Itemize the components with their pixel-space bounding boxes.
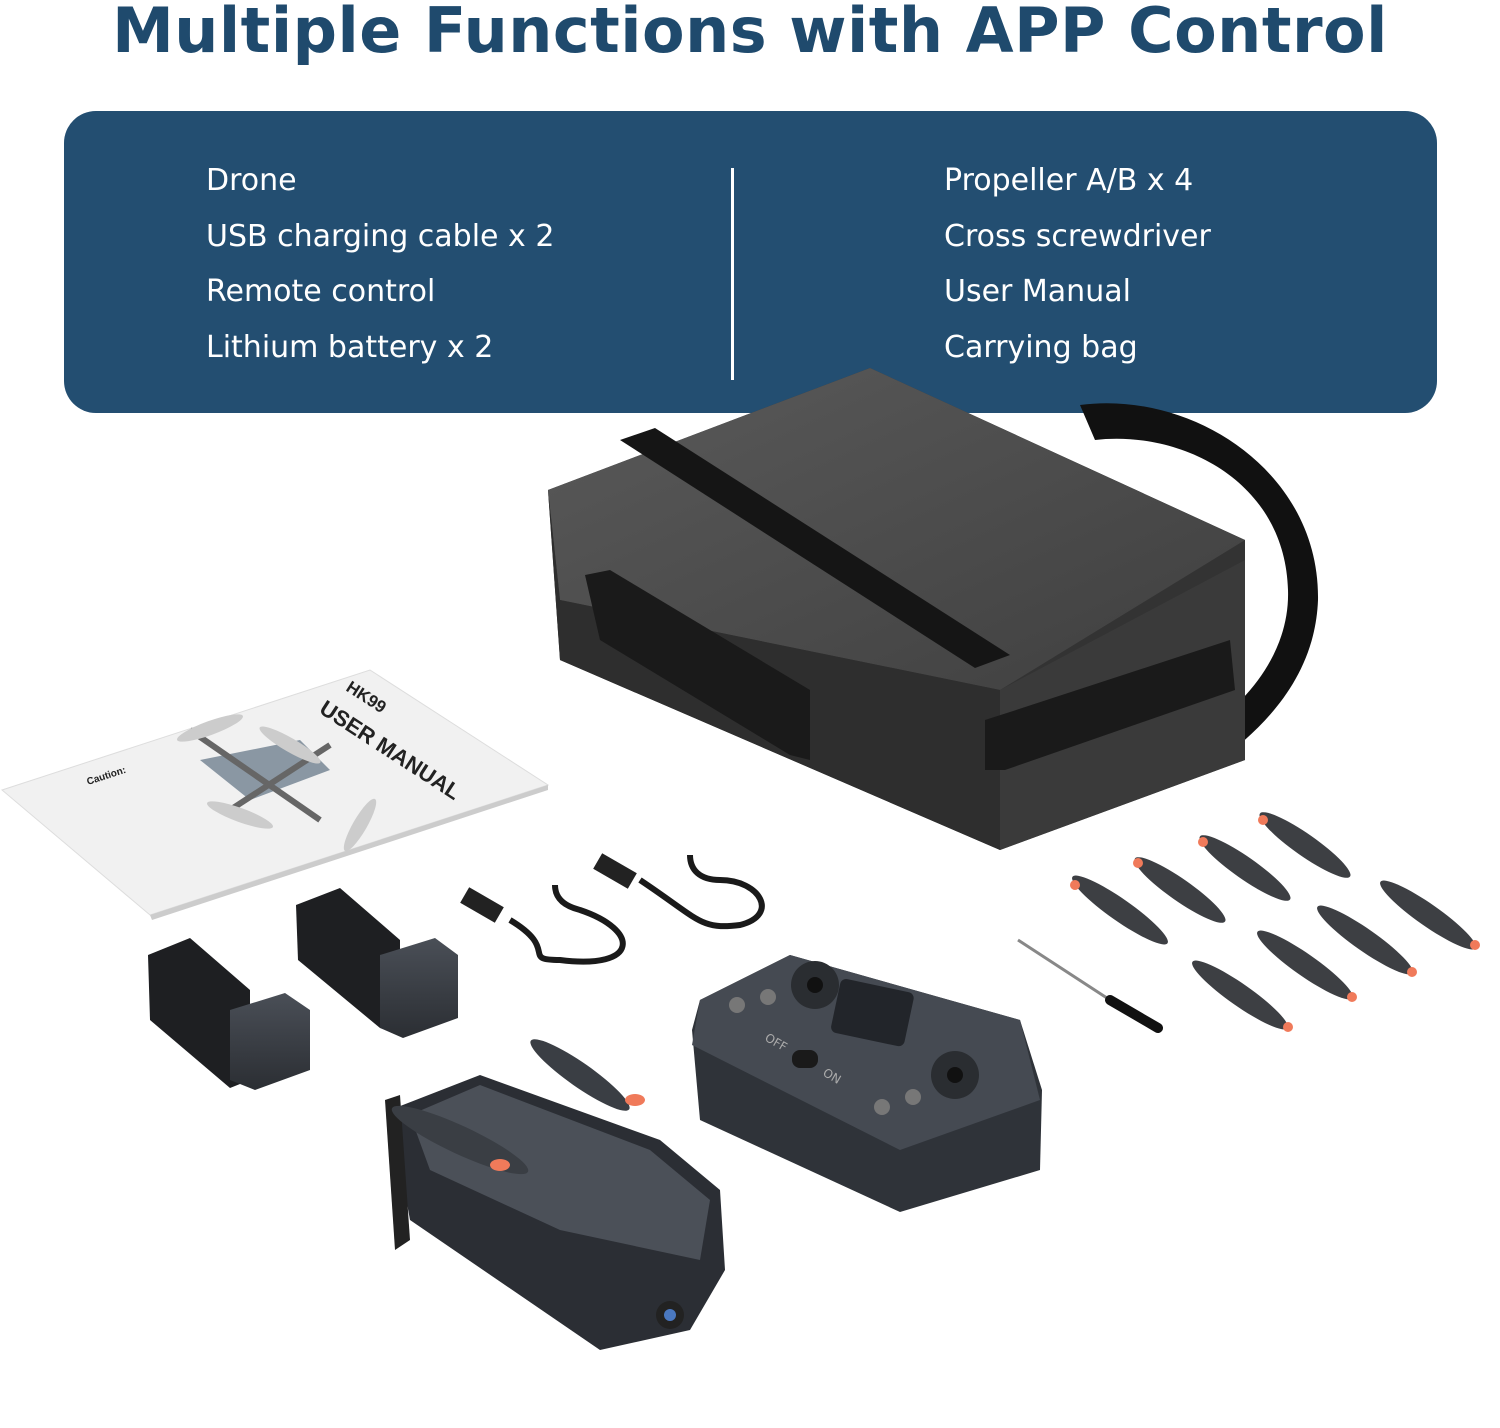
remote-button[interactable]	[874, 1099, 890, 1115]
package-contents-panel: Drone USB charging cable x 2 Remote cont…	[64, 111, 1437, 413]
manual-drone-image	[177, 714, 377, 852]
drone	[385, 1039, 725, 1350]
usb-charging-cable	[460, 884, 626, 965]
user-manual: HK99 USER MANUAL Caution:	[0, 669, 550, 920]
propeller	[1257, 930, 1357, 1002]
propellers	[1070, 812, 1480, 1032]
content-item: USB charging cable x 2	[206, 218, 555, 254]
propeller	[1133, 857, 1226, 923]
propeller	[1380, 880, 1480, 950]
remote-control: OFF ON	[692, 955, 1042, 1212]
content-item: Carrying bag	[944, 330, 1138, 366]
content-item: Remote control	[206, 274, 436, 310]
remote-button[interactable]	[905, 1089, 921, 1105]
content-item: Cross screwdriver	[944, 218, 1211, 254]
remote-button[interactable]	[760, 989, 776, 1005]
column-divider	[731, 168, 734, 380]
usb-charging-cable	[593, 853, 765, 930]
page-title: Multiple Functions with APP Control	[112, 0, 1388, 67]
propeller	[1258, 812, 1351, 878]
content-item: Propeller A/B x 4	[944, 163, 1194, 198]
power-switch[interactable]	[792, 1050, 818, 1068]
content-item: Drone	[206, 163, 297, 198]
cross-screwdriver	[1017, 938, 1163, 1033]
battery	[296, 888, 458, 1038]
contents-left-column: Drone USB charging cable x 2 Remote cont…	[206, 153, 554, 376]
carrying-bag	[548, 368, 1319, 850]
propeller	[1070, 875, 1168, 945]
propeller	[1317, 905, 1417, 977]
propeller	[1192, 960, 1293, 1032]
content-item: User Manual	[944, 274, 1131, 310]
remote-screen	[831, 979, 914, 1047]
contents-right-column: Propeller A/B x 4 Cross screwdriver User…	[944, 153, 1211, 376]
content-item: Lithium battery x 2	[206, 330, 494, 366]
propeller	[1198, 835, 1291, 901]
remote-button[interactable]	[729, 997, 745, 1013]
battery	[148, 938, 310, 1090]
